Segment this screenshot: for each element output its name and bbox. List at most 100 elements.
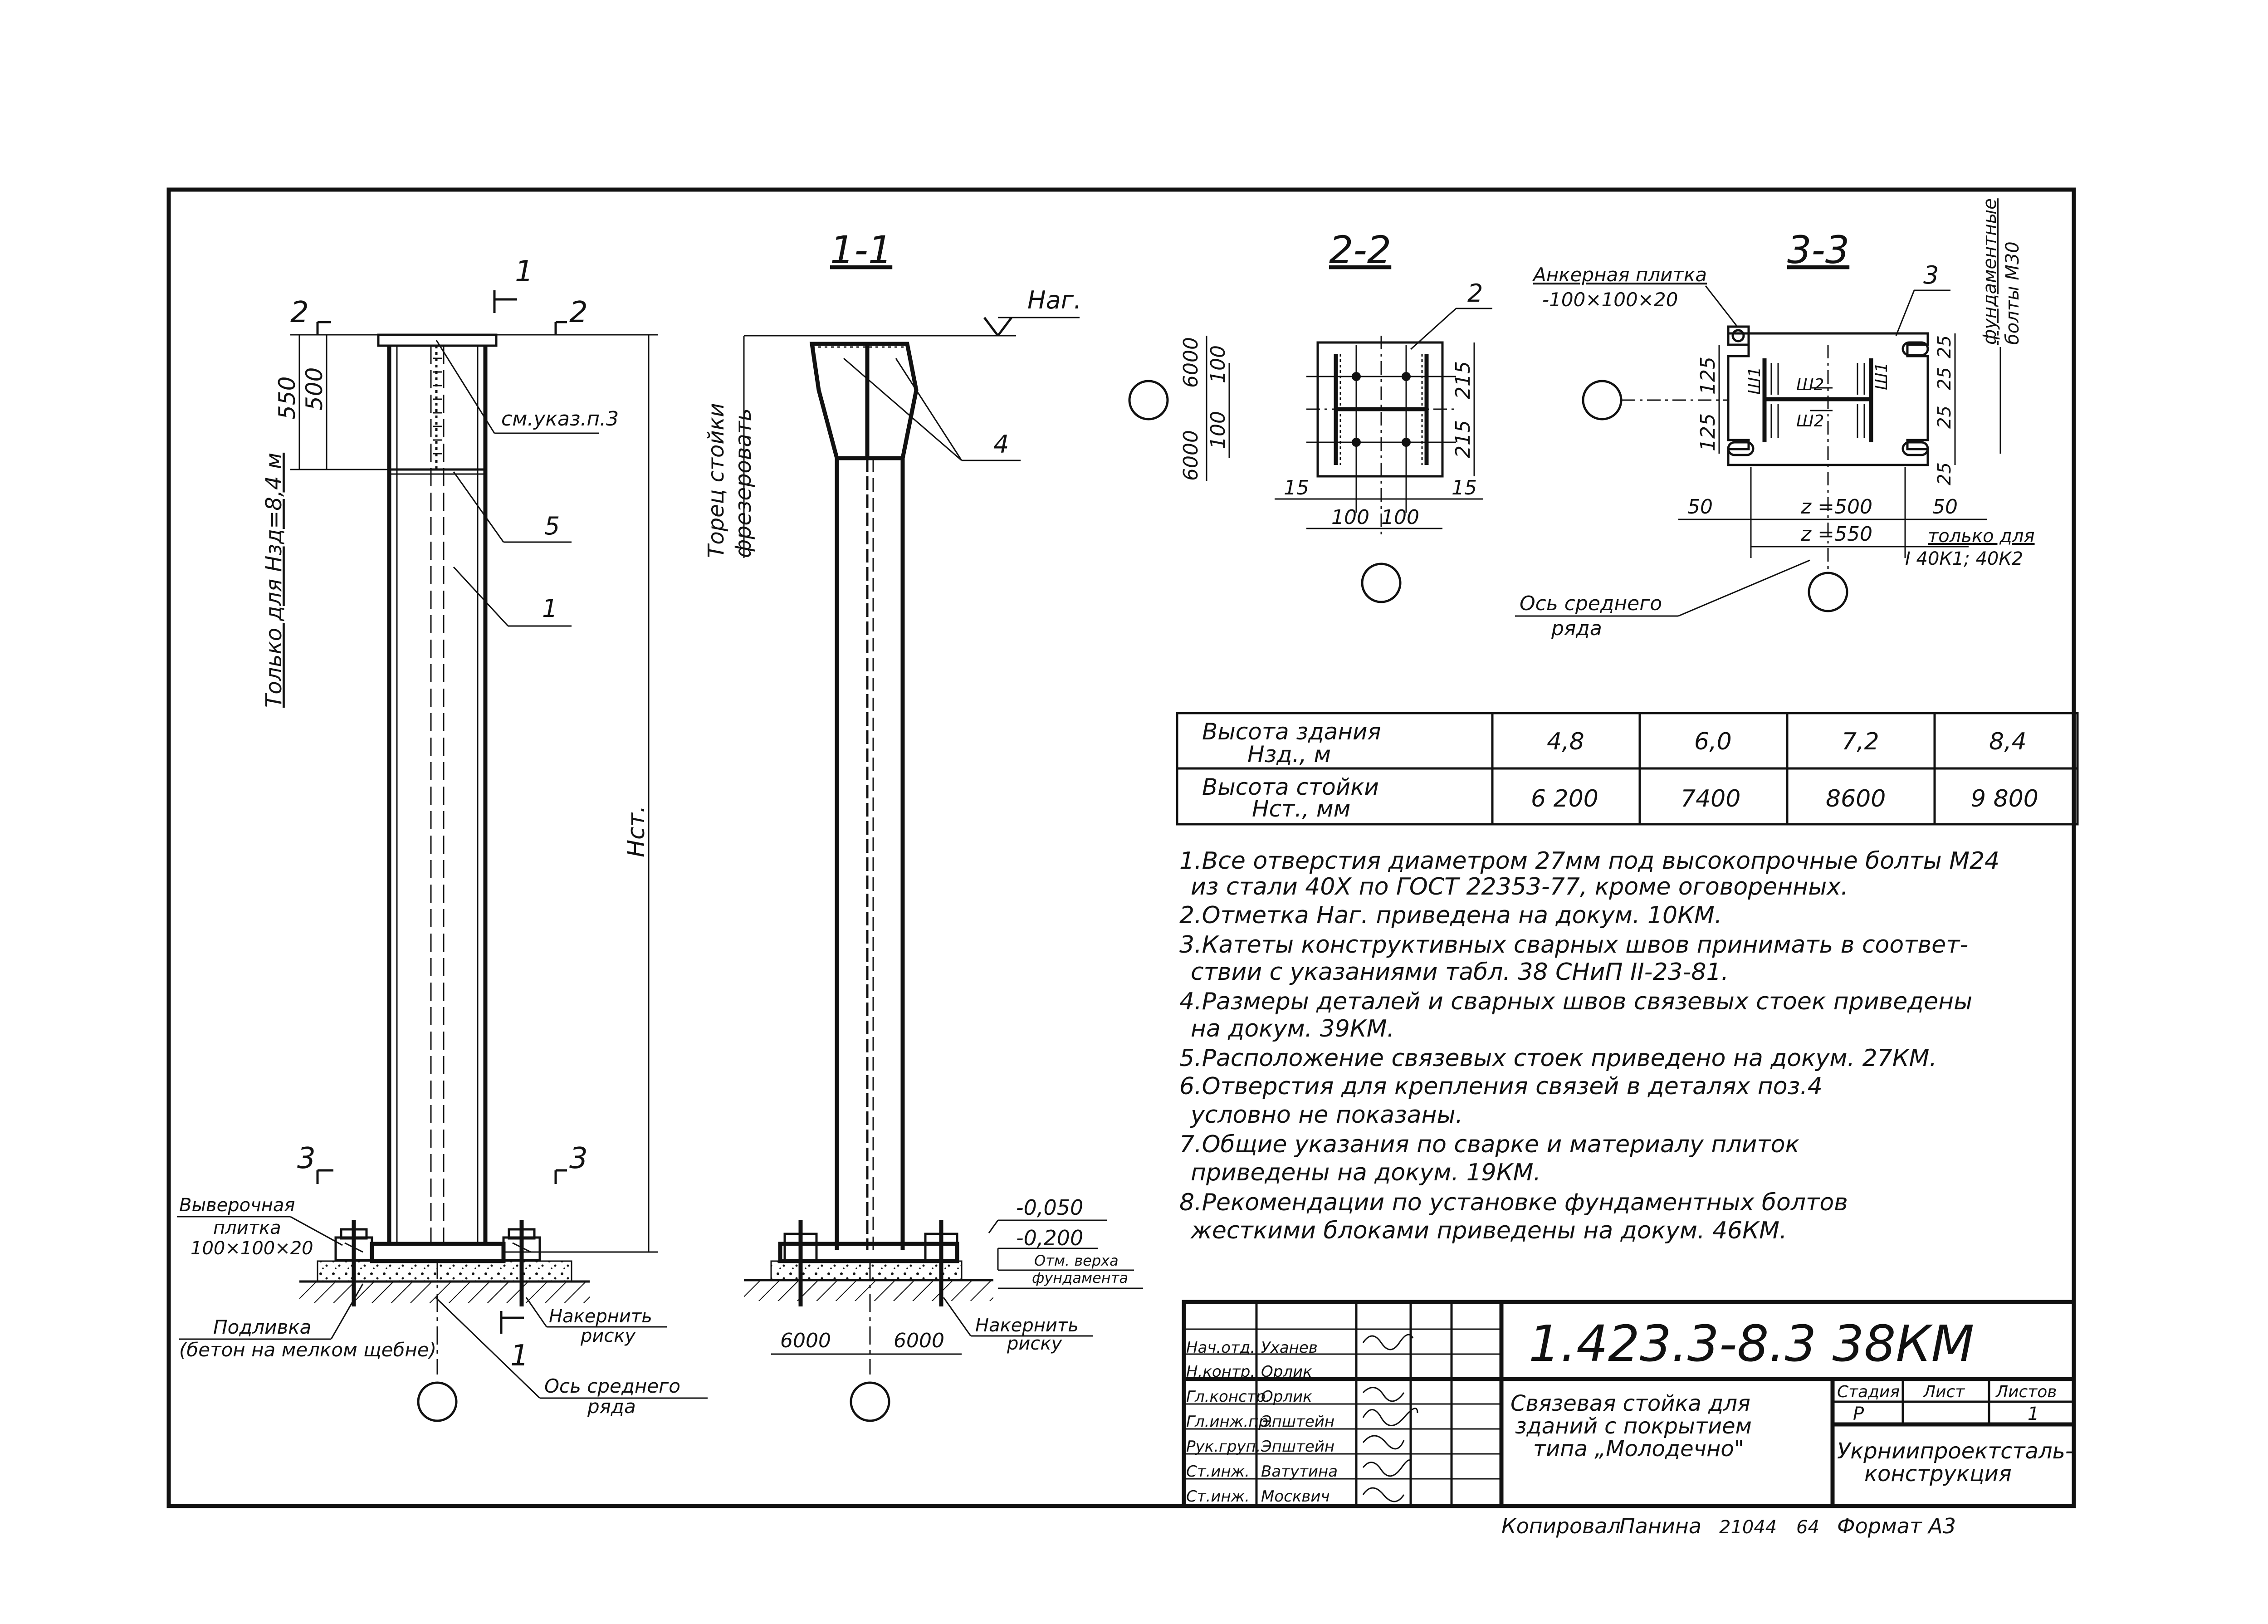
sheet-frame bbox=[166, 187, 2076, 1508]
dim-50-left: 50 bbox=[1687, 495, 1713, 519]
copied-by-label: Копировал bbox=[1501, 1514, 1621, 1538]
elevation-minus-0050: -0,050 bbox=[1016, 1195, 1083, 1220]
section-title-1-1: 1-1 bbox=[830, 228, 892, 272]
anchor-plate-label: Анкерная плитка -100×100×20 bbox=[1532, 264, 1713, 311]
staff-role: Рук.груп. bbox=[1186, 1438, 1261, 1456]
footer-code-1: 21044 bbox=[1719, 1517, 1777, 1538]
section-mark-1-top: 1 bbox=[493, 255, 533, 313]
axis-bubble-2-2-left bbox=[1128, 380, 1169, 421]
position-2: 2 bbox=[1467, 279, 1483, 308]
column-height-3: 8600 bbox=[1826, 785, 1886, 812]
section-mark-3-right: 3 bbox=[554, 1142, 588, 1184]
sheets-value: 1 bbox=[2028, 1404, 2039, 1424]
staff-role: Нач.отд. bbox=[1186, 1339, 1255, 1357]
building-height-2: 6,0 bbox=[1694, 728, 1732, 755]
note-line: 7.Общие указания по сварке и материалу п… bbox=[1179, 1131, 1799, 1158]
heights-table: Высота здания Нзд., м Высота стойки Нст.… bbox=[1176, 712, 2079, 826]
general-notes: 1.Все отверстия диаметром 27мм под высок… bbox=[1179, 847, 1999, 1244]
building-height-4: 8,4 bbox=[1989, 728, 2027, 755]
base-plate bbox=[370, 1242, 506, 1263]
building-height-3: 7,2 bbox=[1842, 728, 1879, 755]
dim-215-lower: 215 bbox=[1452, 420, 1475, 458]
staff-role: Гл.констр. bbox=[1186, 1388, 1271, 1406]
shim-plate-label: Выверочная плитка 100×100×20 bbox=[179, 1195, 313, 1259]
signatures bbox=[1362, 1334, 1418, 1502]
foundation-ground bbox=[299, 1282, 590, 1303]
building-height-1: 4,8 bbox=[1547, 728, 1584, 755]
section-title-3-3: 3-3 bbox=[1787, 228, 1849, 272]
position-4: 4 bbox=[993, 430, 1009, 459]
staff-name: Эпштейн bbox=[1261, 1413, 1334, 1431]
dim-100-lower: 100 bbox=[1207, 411, 1230, 449]
only-for-note: Только для Нзд=8,4 м bbox=[261, 453, 287, 708]
dim-25-a: 25 bbox=[1934, 335, 1955, 358]
note-line: на докум. 39КМ. bbox=[1191, 1015, 1394, 1042]
elevation-hag: Наг. bbox=[1027, 286, 1081, 314]
section-mark-2-right: 2 bbox=[554, 296, 588, 335]
staff-role: Ст.инж. bbox=[1186, 1463, 1250, 1481]
svg-text:1: 1 bbox=[515, 255, 533, 289]
note-line: 4.Размеры деталей и сварных швов связевы… bbox=[1179, 988, 1972, 1015]
axis-bubble bbox=[417, 1381, 458, 1422]
note-line: ствии с указаниями табл. 38 СНиП II-23-8… bbox=[1191, 959, 1729, 986]
position-3: 3 bbox=[1923, 261, 1939, 289]
axis-bubble-2-2-bottom bbox=[1361, 563, 1402, 603]
foundation-top-label: Отм. верха фундамента bbox=[1032, 1252, 1128, 1286]
organization: Укрниипроектсталь- конструкция bbox=[1837, 1438, 2080, 1487]
end-milled-label: Торец стойки фрезеровать bbox=[704, 396, 756, 558]
staff-role: Ст.инж. bbox=[1186, 1487, 1250, 1506]
staff-name: Ватутина bbox=[1261, 1463, 1338, 1481]
weld-sh1-b: Ш1 bbox=[1872, 362, 1891, 390]
position-1: 1 bbox=[542, 594, 557, 623]
anchor-bolt-left bbox=[334, 1220, 373, 1306]
note-line: 6.Отверстия для крепления связей в детал… bbox=[1179, 1073, 1823, 1100]
cap-plate bbox=[377, 333, 498, 347]
section-mark-1-bottom: 1 bbox=[500, 1311, 529, 1373]
svg-text:1: 1 bbox=[510, 1339, 529, 1373]
column-elevation: 2 2 1 3 3 1 550 bbox=[177, 255, 708, 1422]
dim-z550: z =550 bbox=[1800, 523, 1872, 546]
stage-value: Р bbox=[1853, 1404, 1864, 1424]
footer-code-2: 64 bbox=[1796, 1517, 1819, 1538]
dim-50-right: 50 bbox=[1932, 495, 1958, 519]
stage-header: Стадия bbox=[1837, 1383, 1900, 1401]
dim-215-upper: 215 bbox=[1452, 361, 1475, 399]
dim-6000-upper: 6000 bbox=[1179, 337, 1202, 388]
dim-125-upper: 125 bbox=[1696, 357, 1720, 395]
section-3-3: 3-3 Анкерная плитка -100×100×20 Ш1 Ш2 Ш1… bbox=[1515, 193, 2040, 640]
svg-text:3: 3 bbox=[297, 1142, 316, 1175]
note-line: 3.Катеты конструктивных сварных швов при… bbox=[1179, 931, 1968, 959]
axis-label-3-3: Ось среднего ряда bbox=[1520, 592, 1668, 640]
dim-25-c: 25 bbox=[1934, 406, 1955, 429]
section-mark-2-left: 2 bbox=[290, 296, 331, 335]
punch-mark-label: Накернить риску bbox=[549, 1306, 658, 1346]
note-line: 2.Отметка Наг. приведена на докум. 10КМ. bbox=[1179, 902, 1722, 929]
table-row1-header: Высота здания Нзд., м bbox=[1202, 719, 1388, 768]
note-line: 8.Рекомендации по установке фундаментных… bbox=[1179, 1189, 1848, 1216]
svg-text:2: 2 bbox=[569, 296, 588, 329]
foundation-bolts-label: фундаментные болты М30 bbox=[1980, 193, 2023, 345]
note-line: из стали 40Х по ГОСТ 22353-77, кроме ого… bbox=[1191, 873, 1848, 900]
anchor-bolt-right bbox=[502, 1220, 541, 1306]
dim-500: 500 bbox=[301, 367, 327, 411]
punch-mark-label-1-1: Накернить риску bbox=[975, 1315, 1085, 1354]
dim-100-upper: 100 bbox=[1207, 345, 1230, 383]
dim-h-st: Нст. bbox=[623, 805, 650, 857]
staff-name: Уханев bbox=[1261, 1339, 1318, 1357]
axis-label-elevation: Ось среднего ряда bbox=[544, 1375, 686, 1418]
staff-role: Н.контр. bbox=[1186, 1363, 1255, 1381]
column-height-4: 9 800 bbox=[1971, 785, 2038, 812]
only-for-label: только для I 40К1; 40К2 bbox=[1905, 526, 2040, 569]
dim-25-d: 25 bbox=[1934, 462, 1955, 485]
note-line: 1.Все отверстия диаметром 27мм под высок… bbox=[1179, 847, 1999, 875]
svg-text:3: 3 bbox=[569, 1142, 588, 1175]
note-line: жесткими блоками приведены на докум. 46К… bbox=[1190, 1217, 1787, 1244]
staff-role: Гл.инж.пр. bbox=[1186, 1413, 1273, 1431]
axis-bubble-3-3-left bbox=[1582, 380, 1623, 421]
staff-name: Эпштейн bbox=[1261, 1438, 1334, 1456]
axis-bubble-3-3-bottom bbox=[1808, 572, 1848, 612]
see-note-label: см.указ.п.3 bbox=[501, 407, 619, 430]
column-height-2: 7400 bbox=[1681, 785, 1740, 812]
staff-name: Москвич bbox=[1261, 1487, 1330, 1506]
